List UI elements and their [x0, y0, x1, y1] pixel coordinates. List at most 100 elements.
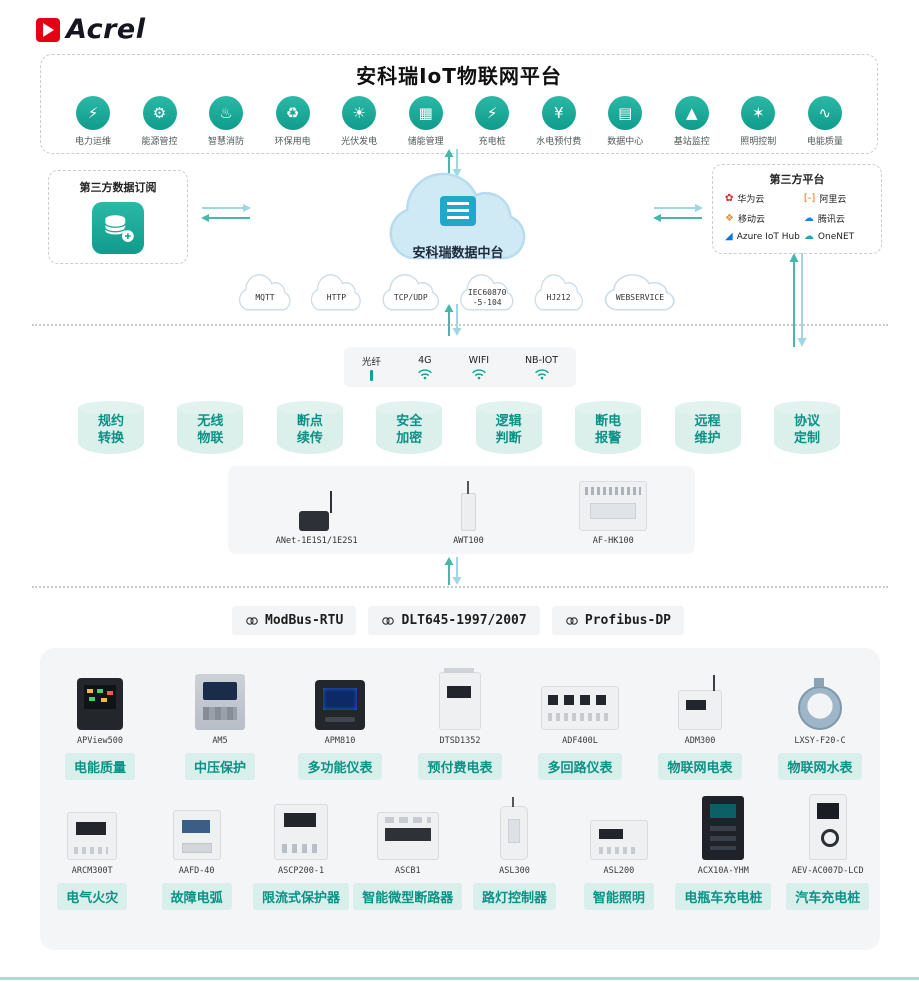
protocol-cloud-tcpudp: TCP/UDP [377, 274, 445, 314]
ascb1-image [376, 812, 439, 860]
app-label: 数据中心 [607, 137, 644, 147]
gateway-awt100: AWT100 [453, 481, 484, 546]
asl300-image [500, 797, 529, 860]
protocol-label: HTTP [326, 292, 347, 302]
fiber-icon [369, 369, 373, 381]
protocol-cloud-mqtt: MQTT [234, 274, 296, 314]
data-hub-cloud: 安科瑞数据中台 [376, 172, 540, 268]
gateway-model: AWT100 [453, 536, 484, 546]
feature-protocol-conversion: 规约转换 [78, 401, 144, 454]
onenet-icon: ☁ [803, 231, 814, 242]
prepaid-icon: ¥ [541, 96, 576, 130]
awt100-device-image [458, 481, 478, 531]
vendor-azure-iot-hub: ◢Azure IoT Hub [725, 231, 800, 243]
protocol-cloud-http: HTTP [306, 274, 366, 314]
icon-glyph: ∿ [818, 104, 832, 122]
platform-title: 安科瑞IoT物联网平台 [356, 64, 562, 88]
link-nbiot: NB-IOT [525, 355, 558, 380]
wifi-icon [471, 368, 486, 379]
app-power-ops: ⚡ 电力运维 [63, 96, 123, 147]
vendor-name: 阿里云 [819, 195, 847, 205]
app-label: 电力运维 [74, 137, 111, 147]
feature-label: 规约转换 [97, 414, 124, 446]
alibaba-cloud-icon: [-] [803, 192, 816, 204]
device-category-chip: 多回路仪表 [538, 753, 622, 780]
vendor-onenet: ☁OneNET [803, 231, 869, 243]
app-label: 智慧消防 [208, 137, 245, 147]
link-fiber: 光纤 [362, 354, 381, 381]
feature-label: 远程维护 [694, 414, 721, 446]
protocol-cloud-hj212: HJ212 [530, 274, 588, 314]
link-icon [246, 616, 258, 625]
device-model: ACX10A-YHM [697, 866, 749, 876]
app-smart-fire: ♨智慧消防 [196, 96, 256, 147]
protocol-label: WEBSERVICE [615, 292, 665, 302]
feature-outage-alarm: 断电报警 [575, 401, 642, 454]
bus-protocols-row: ModBus-RTU DLT645-1997/2007 Profibus-DP [232, 606, 684, 635]
device-category-chip: 预付费电表 [418, 753, 502, 780]
app-label: 环保用电 [274, 137, 311, 147]
icon-glyph: ⚡ [87, 104, 99, 122]
feature-wireless-iot: 无线物联 [177, 401, 244, 454]
protocol-cloud-iec60870: IEC60870 -5-104 [455, 274, 519, 314]
protocol-label: MQTT [255, 292, 275, 302]
device-model: ASL200 [603, 866, 635, 876]
icon-glyph: ⚡ [486, 104, 498, 122]
device-model: ASL300 [499, 866, 530, 876]
water-meter-image [798, 678, 842, 730]
third-party-platform-box: 第三方平台 ✿华为云 [-]阿里云 ❖移动云 ☁腾讯云 ◢Azure IoT H… [712, 164, 882, 254]
acrel-logo: Acrel [36, 14, 145, 45]
dtsd1352-image [439, 668, 481, 730]
app-label: 照明控制 [740, 137, 777, 147]
app-datacenter: ▤ 数据中心 [595, 96, 655, 147]
device-category-chip: 电气火灾 [57, 883, 128, 910]
asl200-image [589, 820, 648, 860]
feature-label: 安全加密 [396, 414, 423, 446]
icon-glyph: ▤ [618, 104, 633, 122]
platform-applications-box: 安科瑞IoT物联网平台 ⚡电力运维 ⚙能源管控 ♨智慧消防 ♻环保用电 ☀光伏发… [40, 54, 878, 154]
tencent-cloud-icon: ☁ [803, 212, 814, 224]
app-label: 光伏发电 [341, 137, 378, 147]
app-storage: ▦储能管理 [396, 96, 456, 147]
platform-box-title: 第三方平台 [769, 173, 825, 186]
power-quality-icon: ∿ [807, 96, 842, 130]
link-wifi: WIFI [469, 355, 489, 380]
gateway-anet: ANet-1E1S1/1E2S1 [276, 487, 358, 546]
data-hub-title: 安科瑞数据中台 [412, 246, 504, 261]
afhk100-device-image [579, 481, 648, 531]
device-arcm300t: ARCM300T 电气火灾 [40, 794, 144, 910]
lighting-icon: ✶ [741, 96, 776, 130]
updown-arrow-icon [441, 556, 465, 590]
protocol-chip-dlt645: DLT645-1997/2007 [368, 606, 540, 635]
device-model: APView500 [76, 736, 124, 746]
protocol-chip-label: ModBus-RTU [265, 613, 344, 628]
mobile-cloud-icon: ❖ [725, 212, 734, 224]
device-category-chip: 电瓶车充电桩 [675, 883, 772, 910]
azure-icon: ◢ [725, 231, 733, 242]
device-category-chip: 智能照明 [583, 883, 654, 910]
device-model: ARCM300T [71, 866, 113, 876]
icon-glyph: ☀ [352, 104, 366, 122]
acrel-logo-text: Acrel [66, 14, 146, 45]
acrel-logo-icon [36, 17, 60, 42]
icon-glyph: ¥ [553, 104, 564, 122]
protocol-chip-profibus: Profibus-DP [551, 606, 684, 635]
huawei-cloud-icon: ✿ [725, 192, 734, 204]
network-links-bar: 光纤 4G WIFI NB-IOT [344, 347, 576, 387]
feature-label: 逻辑判断 [495, 414, 522, 446]
device-model: AAFD-40 [178, 866, 215, 876]
device-model: APM810 [324, 736, 356, 746]
link-label: NB-IOT [524, 354, 559, 366]
device-category-chip: 电能质量 [64, 753, 135, 780]
icon-glyph: ♻ [285, 104, 300, 122]
